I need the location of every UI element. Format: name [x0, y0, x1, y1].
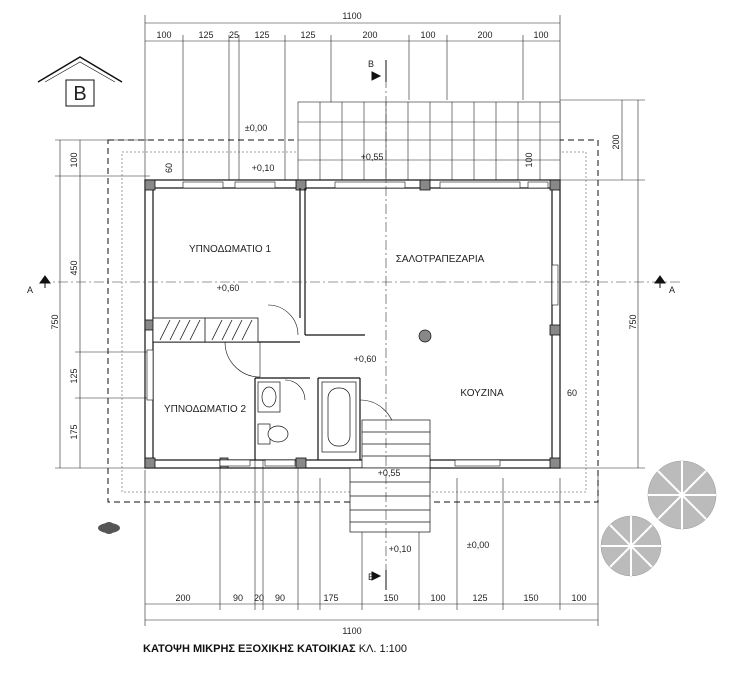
left-dim: 175 [69, 424, 79, 439]
bottom-dim: 90 [275, 593, 285, 603]
bottom-dimension-lines [144, 460, 599, 626]
top-dim: 100 [156, 30, 171, 40]
left-total-dim: 750 [50, 314, 60, 329]
caption-scale: ΚΛ. 1:100 [358, 643, 408, 655]
right-dimension-lines [560, 99, 645, 469]
level-bedroom1: +0,60 [217, 283, 240, 293]
level-hall: +0,60 [354, 354, 377, 364]
bottom-dim: 150 [523, 593, 538, 603]
person-icon [98, 522, 120, 534]
left-dim: 450 [69, 260, 79, 275]
left-dim: 125 [69, 368, 79, 383]
top-dim: 200 [362, 30, 377, 40]
top-dim: 25 [229, 30, 239, 40]
left-dimension-lines [55, 139, 150, 469]
top-dim: 100 [420, 30, 435, 40]
bottom-dim: 90 [233, 593, 243, 603]
bottom-dim: 100 [430, 593, 445, 603]
top-dim: 100 [533, 30, 548, 40]
right-dim: 200 [611, 134, 621, 149]
top-dim: 125 [300, 30, 315, 40]
windows [146, 181, 559, 467]
bottom-dim: 175 [323, 593, 338, 603]
room-label-bedroom2: ΥΠΝΟΔΩΜΑΤΙΟ 2 [164, 404, 247, 415]
floor-plan: B 1100 100 125 25 125 125 200 100 200 10… [27, 11, 717, 636]
right-total-dim: 750 [628, 314, 638, 329]
section-markers [39, 60, 666, 590]
terrace-dim: 100 [524, 152, 534, 167]
level-ground-top: ±0,00 [245, 123, 267, 133]
compass-label: B [73, 83, 86, 105]
bottom-dim: 125 [472, 593, 487, 603]
level-stair-landing: +0,55 [378, 468, 401, 478]
section-label-a-left: A [27, 285, 33, 295]
room-label-kitchen: ΚΟΥΖΙΝΑ [460, 388, 504, 399]
top-dimension-lines [144, 15, 561, 180]
level-ground-bottom: ±0,00 [467, 540, 489, 550]
bottom-total-dim: 1100 [342, 626, 361, 636]
caption-title: ΚΑΤΟΨΗ ΜΙΚΡΗΣ ΕΞΟΧΙΚΗΣ ΚΑΤΟΙΚΙΑΣ [143, 643, 356, 655]
bottom-dim: 150 [383, 593, 398, 603]
section-label-b-top: B [368, 59, 374, 69]
top-dim: 200 [477, 30, 492, 40]
top-dim: 125 [254, 30, 269, 40]
section-label-b-bottom: B [368, 572, 374, 582]
bottom-dim: 200 [175, 593, 190, 603]
room-label-living: ΣΑΛΟΤΡΑΠΕΖΑΡΙΑ [396, 254, 485, 265]
top-total-dim: 1100 [342, 11, 361, 21]
fireplace-icon [418, 329, 432, 343]
entrance-stairs [349, 419, 431, 533]
top-dim: 125 [198, 30, 213, 40]
compass-icon [37, 56, 123, 107]
bottom-dim: 100 [571, 593, 586, 603]
left-dim: 60 [164, 163, 174, 173]
bathroom-fixtures [257, 381, 357, 453]
level-terrace: +0,55 [361, 152, 384, 162]
room-label-bedroom1: ΥΠΝΟΔΩΜΑΤΙΟ 1 [189, 244, 272, 255]
wardrobe [152, 317, 259, 343]
section-label-a-right: A [669, 285, 675, 295]
tree-texture [601, 461, 716, 576]
left-dim: 100 [69, 152, 79, 167]
level-entrance-step: +0,10 [252, 163, 275, 173]
terrace-grid [297, 101, 561, 181]
bottom-dim: 20 [254, 593, 264, 603]
level-top-step: +0,10 [389, 544, 412, 554]
kitchen-dim: 60 [567, 388, 577, 398]
section-axes [40, 60, 680, 590]
plan-caption: ΚΑΤΟΨΗ ΜΙΚΡΗΣ ΕΞΟΧΙΚΗΣ ΚΑΤΟΙΚΙΑΣ ΚΛ. 1:1… [143, 643, 407, 655]
